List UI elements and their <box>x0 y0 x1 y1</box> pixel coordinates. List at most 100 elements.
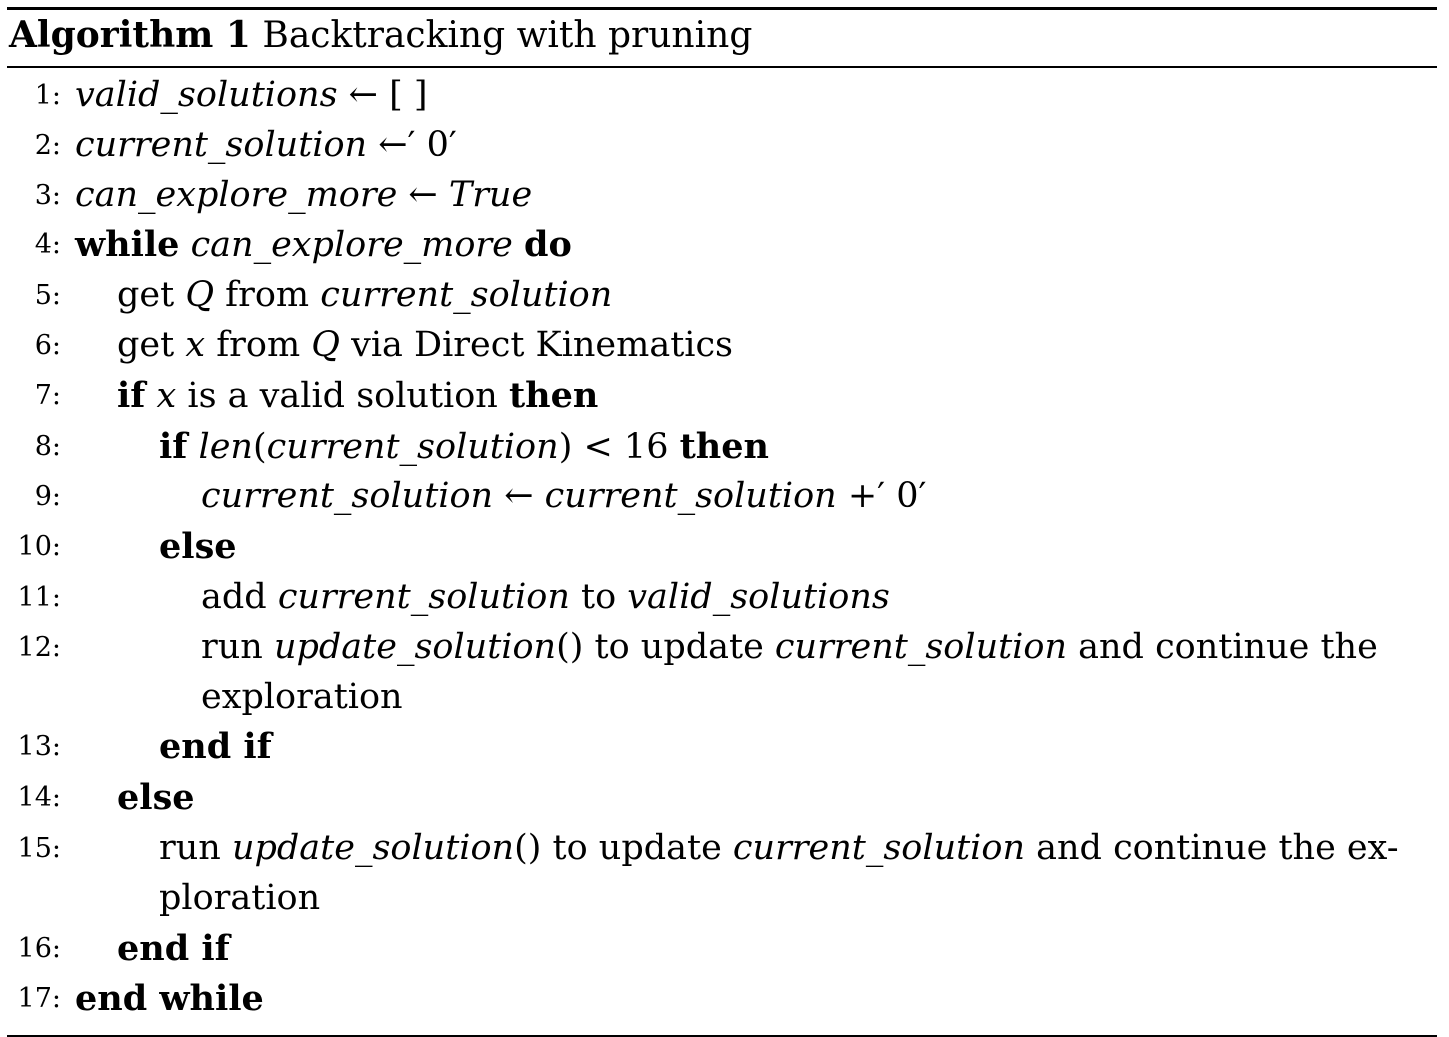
line-text: via Direct Kinematics <box>339 324 734 365</box>
caption-rule <box>7 66 1437 68</box>
top-rule <box>7 7 1437 10</box>
line-content: if x is a valid solution then <box>117 371 1437 422</box>
line-text: ( <box>252 426 267 467</box>
line-number: 1: <box>34 80 61 111</box>
line-continuation: exploration <box>201 676 403 717</box>
math-symbol: can_explore_more <box>75 174 398 215</box>
line-content: run update_solution() to update current_… <box>201 623 1437 673</box>
keyword: while <box>75 224 180 266</box>
line-number: 13: <box>17 731 61 763</box>
line-number: 6: <box>34 329 61 361</box>
keyword: then <box>508 374 599 416</box>
line-number: 3: <box>34 179 61 211</box>
line-number: 8: <box>34 430 61 462</box>
line-text: to <box>569 576 628 617</box>
line-number: 15: <box>17 832 61 864</box>
math-symbol: current_solution <box>320 275 613 316</box>
algorithm-label: Algorithm 1 <box>9 14 251 56</box>
line-text: ← <box>397 174 449 215</box>
algorithm-body: 1: valid_solutions ← [ ] 2: current_solutio… <box>7 71 1437 1025</box>
algorithm-line: 1: valid_solutions ← [ ] <box>7 71 1437 121</box>
line-number: 10: <box>17 531 61 563</box>
line-text <box>179 225 190 265</box>
line-content: current_solution ←′ 0′ <box>75 121 1437 171</box>
math-symbol: current_solution <box>544 476 837 517</box>
line-text: ) < 16 <box>558 426 680 467</box>
keyword: then <box>679 425 769 467</box>
line-number: 9: <box>34 481 61 513</box>
math-symbol: x <box>185 324 206 365</box>
keyword: if <box>159 425 188 467</box>
line-text: and continue the ex- <box>1025 827 1399 868</box>
line-content: if len(current_solution) < 16 then <box>159 422 1437 473</box>
math-symbol: update_solution <box>273 626 557 667</box>
line-number: 11: <box>17 581 61 613</box>
line-text: get <box>117 324 186 365</box>
line-text <box>513 225 524 265</box>
algorithm-line: 13: end if <box>7 722 1437 773</box>
line-content: can_explore_more ← True <box>75 171 1437 221</box>
line-text: ← <box>493 476 545 517</box>
math-symbol: current_solution <box>732 827 1025 868</box>
line-content: end if <box>159 722 1437 773</box>
math-symbol: len <box>198 426 253 467</box>
line-number: 2: <box>34 129 61 161</box>
algorithm-line: 12: run update_solution() to update curre… <box>7 623 1437 723</box>
math-symbol: valid_solutions <box>627 576 890 617</box>
algorithm-line: 7: if x is a valid solution then <box>7 371 1437 422</box>
algorithm-line: 3: can_explore_more ← True <box>7 171 1437 221</box>
line-continuation: ploration <box>159 877 321 918</box>
keyword: else <box>159 526 237 568</box>
math-symbol: current_solution <box>201 476 494 517</box>
line-text: get <box>117 275 186 316</box>
math-symbol: current_solution <box>75 124 368 165</box>
line-number: 5: <box>34 280 61 312</box>
math-symbol: update_solution <box>231 827 515 868</box>
line-content: get Q from current_solution <box>117 271 1437 321</box>
line-content: get x from Q via Direct Kinematics <box>117 321 1437 371</box>
line-number: 16: <box>17 932 61 964</box>
math-symbol: x <box>156 375 177 416</box>
algorithm-line: 6: get x from Q via Direct Kinematics <box>7 321 1437 371</box>
algorithm-line: 14: else <box>7 773 1437 824</box>
keyword: if <box>117 374 146 416</box>
algorithm-line: 9: current_solution ← current_solution +′… <box>7 472 1437 522</box>
line-content: end while <box>75 974 1437 1025</box>
line-number: 4: <box>34 229 61 261</box>
line-text <box>187 427 198 467</box>
line-text: and continue the <box>1067 626 1378 667</box>
math-symbol: current_solution <box>277 576 570 617</box>
line-text: is a valid solution <box>176 375 509 416</box>
line-content: valid_solutions ← [ ] <box>75 71 1437 121</box>
algorithm-title: Backtracking with pruning <box>262 15 753 56</box>
line-number: 17: <box>17 983 61 1015</box>
line-content: else <box>117 773 1437 824</box>
line-content: run update_solution() to update current_… <box>159 824 1437 874</box>
math-symbol: current_solution <box>266 426 559 467</box>
math-symbol: current_solution <box>774 626 1067 667</box>
line-text: () to update <box>514 827 733 868</box>
keyword: end while <box>75 978 264 1020</box>
line-content: current_solution ← current_solution +′ 0… <box>201 472 1437 522</box>
line-number: 12: <box>17 631 61 663</box>
line-number: 14: <box>17 782 61 814</box>
algorithm-line: 11:add current_solution to valid_solutio… <box>7 573 1437 623</box>
algorithm-block: Algorithm 1 Backtracking with pruning 1:… <box>7 7 1437 1037</box>
line-text: run <box>159 827 232 868</box>
algorithm-line: 10: else <box>7 522 1437 573</box>
line-text: from <box>214 275 321 316</box>
keyword: end if <box>159 726 272 768</box>
math-symbol: valid_solutions <box>75 75 338 115</box>
math-symbol: True <box>448 174 533 215</box>
algorithm-line: 5: get Q from current_solution <box>7 271 1437 321</box>
line-number: 7: <box>34 379 61 411</box>
math-symbol: Q <box>311 324 340 365</box>
line-text: +′ 0′ <box>836 476 927 517</box>
line-text: from <box>205 324 312 365</box>
line-text: ←′ 0′ <box>367 124 457 165</box>
line-content: end if <box>117 924 1437 975</box>
algorithm-caption: Algorithm 1 Backtracking with pruning <box>7 10 1437 60</box>
algorithm-line: 16: end if <box>7 924 1437 975</box>
algorithm-line: 15: run update_solution() to update curre… <box>7 824 1437 924</box>
line-content: while can_explore_more do <box>75 220 1437 271</box>
